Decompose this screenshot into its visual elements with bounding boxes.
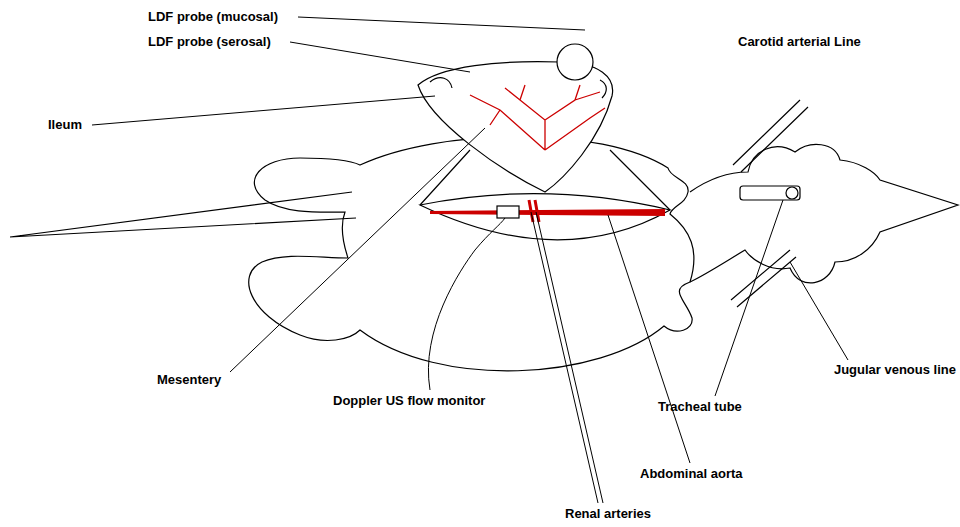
- ileum-fold: [430, 78, 606, 98]
- doppler-probe: [497, 206, 519, 218]
- carotid-line: [733, 100, 808, 172]
- part-label: Tracheal tube: [658, 399, 742, 415]
- jugular-line: [731, 250, 796, 307]
- ileum-loop: [418, 62, 613, 192]
- leader-lines: [92, 17, 848, 503]
- part-label: Abdominal aorta: [640, 466, 743, 482]
- part-label: Renal arteries: [565, 506, 651, 522]
- head-outline: [690, 144, 958, 283]
- part-label: Carotid arterial Line: [738, 34, 861, 50]
- mesentery-vessels: [470, 85, 605, 150]
- tail: [10, 192, 356, 237]
- part-label: Jugular venous line: [834, 362, 956, 378]
- part-label: Ileum: [48, 117, 82, 133]
- body-outline: [249, 137, 694, 371]
- abdominal-aorta: [430, 209, 665, 216]
- part-label: LDF probe (serosal): [148, 34, 271, 50]
- tracheal-tube: [740, 186, 800, 200]
- part-label: LDF probe (mucosal): [148, 9, 278, 25]
- tube-end: [786, 187, 798, 199]
- part-label: Doppler US flow monitor: [333, 393, 485, 409]
- abdominal-incision: [420, 194, 670, 240]
- part-label: Mesentery: [157, 372, 221, 388]
- ldf-probe: [557, 44, 593, 80]
